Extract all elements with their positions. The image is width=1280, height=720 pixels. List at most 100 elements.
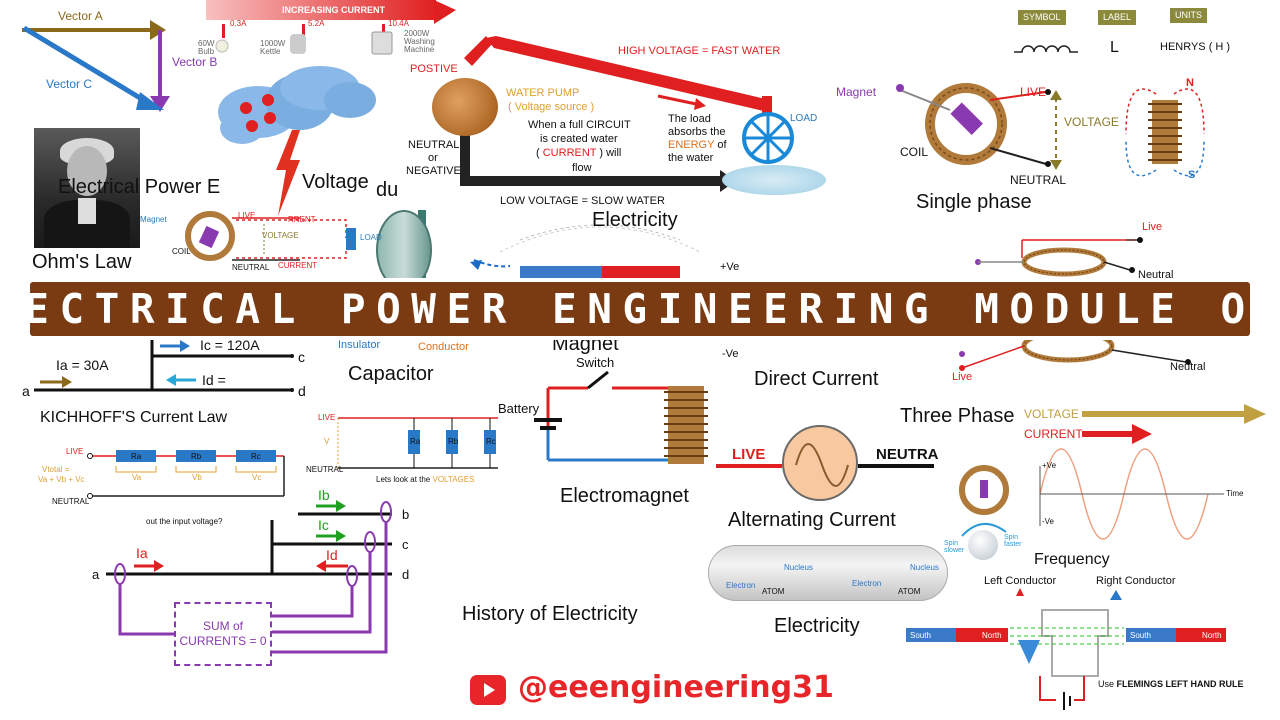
tp-current-label: CURRENT — [1024, 427, 1083, 441]
vector-diagram — [22, 20, 170, 112]
ac-source-icon — [782, 425, 858, 501]
kcl-top-diagram — [34, 340, 294, 392]
load-line-2: absorbs the — [668, 126, 726, 138]
series-rc: Rc — [251, 452, 261, 461]
conductor-label: Conductor — [418, 341, 469, 353]
symbol-chip: SYMBOL — [1018, 10, 1066, 25]
electron-label-1: Electron — [726, 581, 756, 590]
direct-current-title: Direct Current — [754, 368, 879, 390]
tp-voltage-label: VOLTAGE — [1024, 407, 1079, 421]
fleming-north-2: North — [1202, 631, 1222, 640]
tp-live-bottom: Live — [952, 371, 973, 383]
increasing-current-title: INCREASING CURRENT — [282, 5, 386, 15]
parallel-v: V — [324, 437, 330, 446]
load-kettle: 1000W Kettle — [260, 39, 286, 56]
fleming-south-2: South — [1130, 631, 1151, 640]
kcl-ic: Ic = 120A — [200, 337, 260, 353]
small-coil-circuit — [185, 211, 356, 261]
right-conductor-label: Right Conductor — [1096, 575, 1176, 587]
positive-label: POSTIVE — [410, 63, 458, 75]
kcl2-ib: Ib — [318, 487, 330, 503]
battery-label: Battery — [498, 401, 540, 416]
single-phase-generator — [896, 83, 1062, 170]
sp-magnet-label: Magnet — [836, 85, 877, 99]
electricity-title-bottom: Electricity — [774, 615, 860, 637]
load-line-1: The load — [668, 113, 711, 125]
sp-voltage-label: VOLTAGE — [1064, 115, 1119, 129]
solenoid — [1125, 88, 1205, 177]
vector-a-label: Vector A — [58, 9, 103, 23]
voltage-title: Voltage — [302, 171, 369, 193]
sp-neutral-label: NEUTRAL — [1010, 173, 1067, 187]
tp-neutral-bottom: Neutral — [1170, 361, 1206, 373]
ac-live: LIVE — [732, 446, 766, 463]
tp-live-top: Live — [1142, 221, 1163, 233]
kcl2-ic: Ic — [318, 517, 329, 533]
freq-neg: -Ve — [1042, 517, 1055, 526]
nucleus-label-2: Nucleus — [910, 563, 939, 572]
du-title: du — [376, 179, 399, 201]
kcl-d: d — [298, 383, 306, 399]
thunder-cloud — [218, 66, 376, 216]
water-pump-icon — [432, 78, 498, 136]
kcl-c: c — [298, 349, 305, 365]
small-magnet-label: Magnet — [140, 215, 167, 224]
series-live: LIVE — [66, 447, 84, 456]
frequency-title: Frequency — [1034, 551, 1110, 568]
capacitor-title: Capacitor — [348, 363, 434, 385]
electromagnet-title: Electromagnet — [560, 485, 689, 507]
series-circuit — [87, 450, 285, 499]
fleming-north-1: North — [982, 631, 1002, 640]
kcl2-c: c — [402, 537, 409, 552]
load-line-3: ENERGY of — [668, 139, 727, 151]
parallel-circuit — [337, 417, 498, 469]
history-title: History of Electricity — [462, 603, 638, 625]
scientist-portrait — [34, 128, 140, 248]
atom-label-1: ATOM — [762, 587, 785, 596]
increasing-current-arrow — [206, 0, 456, 55]
sp-coil-label: COIL — [900, 145, 929, 159]
current-value-1: 0.3A — [230, 19, 247, 28]
negative-label: NEGATIVE — [406, 165, 461, 177]
high-voltage-label: HIGH VOLTAGE = FAST WATER — [618, 45, 781, 57]
kcl2-id: Id — [326, 547, 338, 563]
solenoid-s: S — [1188, 169, 1196, 181]
series-question: out the input voltage? — [146, 517, 223, 526]
spin-slower: Spin slower — [944, 540, 965, 554]
series-rb: Rb — [191, 452, 202, 461]
kcl2-a: a — [92, 567, 100, 582]
youtube-play-icon[interactable] — [470, 675, 506, 705]
label-chip: LABEL — [1098, 10, 1137, 25]
electromagnet-circuit — [534, 370, 708, 464]
circuit-line-3: ( CURRENT ) will — [536, 147, 622, 159]
solenoid-n: N — [1186, 77, 1194, 89]
water-analogy-diagram — [445, 36, 794, 192]
or-label: or — [428, 152, 438, 164]
fleming-south-1: South — [910, 631, 931, 640]
series-neutral: NEUTRAL — [52, 497, 90, 506]
fleming-rule: Use FLEMINGS LEFT HAND RULE — [1098, 679, 1244, 689]
voltage-current-arrows — [1082, 404, 1266, 444]
low-voltage-label: LOW VOLTAGE = SLOW WATER — [500, 195, 665, 207]
parallel-neutral: NEUTRAL — [306, 465, 344, 474]
parallel-caption: Lets look at the VOLTAGES — [376, 475, 475, 484]
parallel-live: LIVE — [318, 413, 336, 422]
voltage-source-label: ( Voltage source ) — [508, 101, 595, 113]
channel-handle[interactable]: @eeengineering31 — [518, 670, 834, 705]
dc-magnet-bar — [470, 224, 701, 280]
load-bulb: 60W Bulb — [198, 39, 215, 56]
small-coil-label: COIL — [172, 247, 191, 256]
series-vb: Vb — [192, 473, 202, 482]
load-washing-machine: 2000W Washing Machine — [404, 29, 435, 54]
series-vtotal: Vtotal = — [42, 465, 70, 474]
small-voltage-label: VOLTAGE — [262, 231, 299, 240]
banner-title: ELECTRICAL POWER ENGINEERING MODULE ONE — [0, 285, 1280, 333]
conductor-rod — [708, 545, 948, 601]
inductor-symbol — [1014, 45, 1078, 53]
alternating-current-title: Alternating Current — [728, 509, 896, 531]
nucleus-label-1: Nucleus — [784, 563, 813, 572]
electrical-power-title: Electrical Power E — [58, 176, 221, 198]
three-phase-coils — [959, 237, 1191, 371]
